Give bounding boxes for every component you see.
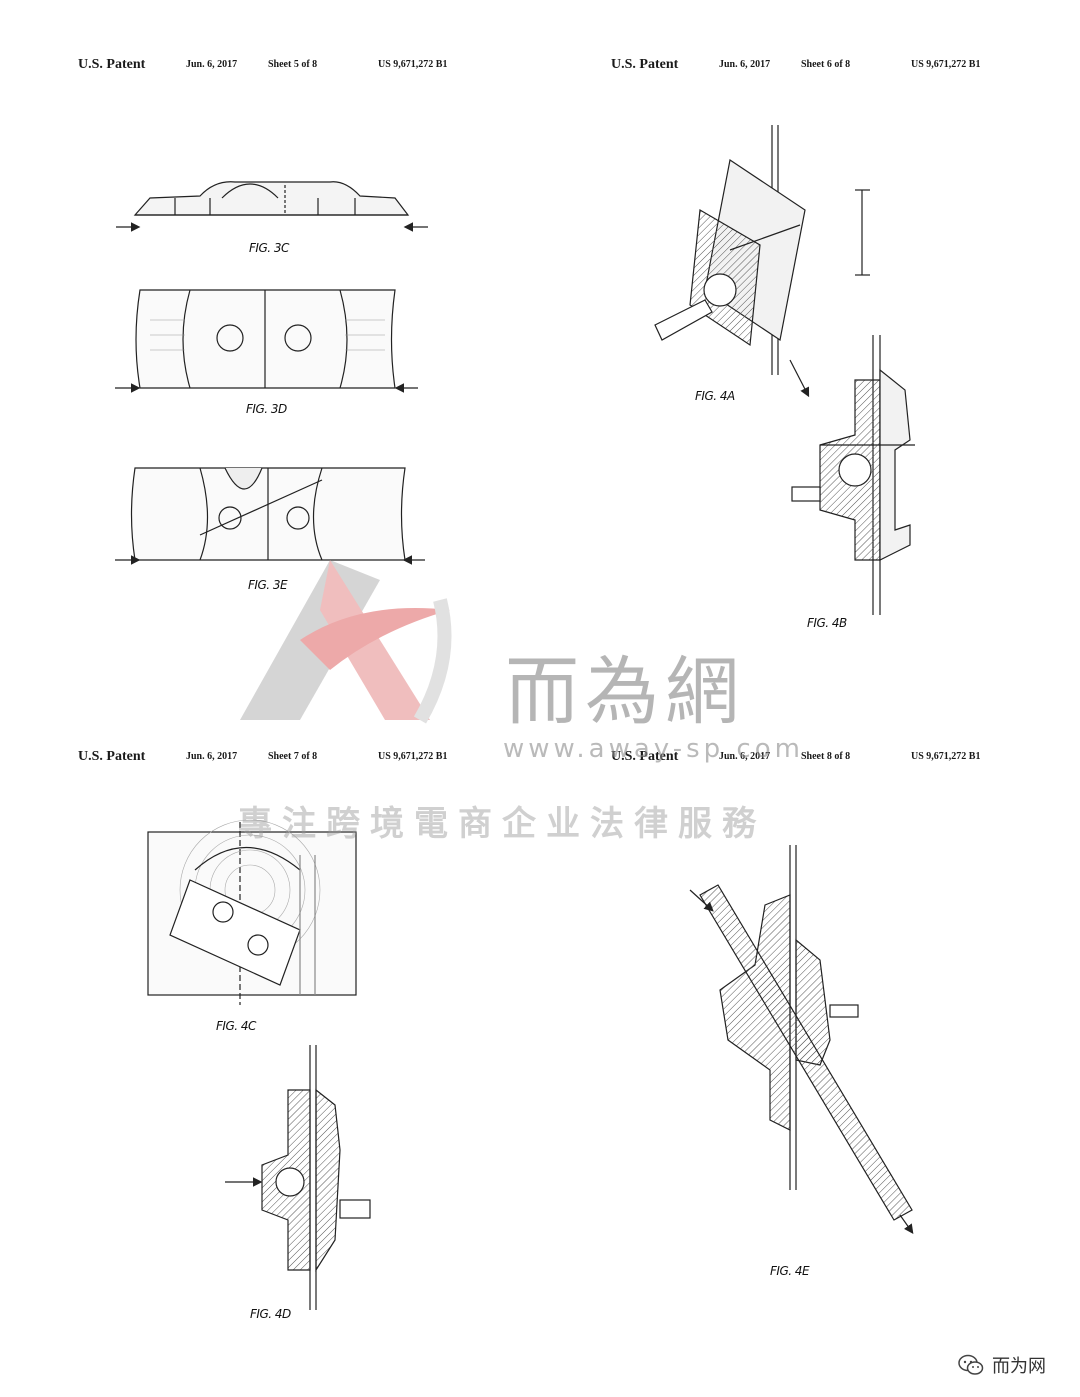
figure-4c-label: FIG. 4C [216, 1019, 257, 1033]
patent-number: US 9,671,272 B1 [911, 751, 981, 762]
figure-3e-label: FIG. 3E [248, 578, 288, 592]
wechat-icon [958, 1354, 984, 1376]
patent-label: U.S. Patent [78, 749, 146, 764]
patent-date: Jun. 6, 2017 [719, 751, 771, 762]
sheet-number: Sheet 6 of 8 [801, 59, 851, 70]
footer-account[interactable]: 而为网 [958, 1352, 1046, 1378]
figure-3d-drawing [115, 289, 418, 393]
watermark-url: www.away-sp.com [503, 734, 804, 764]
figure-3c-drawing [116, 181, 428, 232]
figure-4a-drawing [654, 125, 870, 398]
figure-4c-drawing [147, 819, 357, 1005]
patent-date: Jun. 6, 2017 [719, 59, 771, 70]
figure-4e-drawing [689, 845, 914, 1234]
figure-3e-drawing [115, 467, 425, 565]
patent-date: Jun. 6, 2017 [186, 751, 238, 762]
sheet-8-header: U.S. Patent Jun. 6, 2017 Sheet 8 of 8 US… [611, 747, 980, 765]
sheet-number: Sheet 7 of 8 [268, 751, 318, 762]
sheet-5-header: U.S. Patent Jun. 6, 2017 Sheet 5 of 8 US… [78, 55, 447, 73]
figure-4d-label: FIG. 4D [250, 1307, 291, 1321]
figure-4e-label: FIG. 4E [770, 1264, 810, 1278]
patent-number: US 9,671,272 B1 [378, 751, 448, 762]
figure-4a-label: FIG. 4A [695, 389, 735, 403]
watermark-title: 而為網 [505, 649, 745, 735]
patent-label: U.S. Patent [78, 57, 146, 72]
watermark-tagline: 專注跨境電商企业法律服務 [238, 804, 766, 844]
patent-date: Jun. 6, 2017 [186, 59, 238, 70]
figure-4d-drawing [225, 1045, 371, 1310]
figure-3c-label: FIG. 3C [249, 241, 290, 255]
sheet-7-header: U.S. Patent Jun. 6, 2017 Sheet 7 of 8 US… [78, 747, 447, 765]
watermark-logo [240, 560, 452, 724]
sheet-number: Sheet 5 of 8 [268, 59, 318, 70]
patent-label: U.S. Patent [611, 57, 679, 72]
footer-account-name: 而为网 [992, 1356, 1046, 1377]
figure-4b-drawing [791, 335, 915, 615]
figure-3d-label: FIG. 3D [246, 402, 287, 416]
patent-number: US 9,671,272 B1 [378, 59, 448, 70]
patent-number: US 9,671,272 B1 [911, 59, 981, 70]
patent-label: U.S. Patent [611, 749, 679, 764]
figure-4b-label: FIG. 4B [807, 616, 847, 630]
sheet-number: Sheet 8 of 8 [801, 751, 851, 762]
sheet-6-header: U.S. Patent Jun. 6, 2017 Sheet 6 of 8 US… [611, 55, 980, 73]
